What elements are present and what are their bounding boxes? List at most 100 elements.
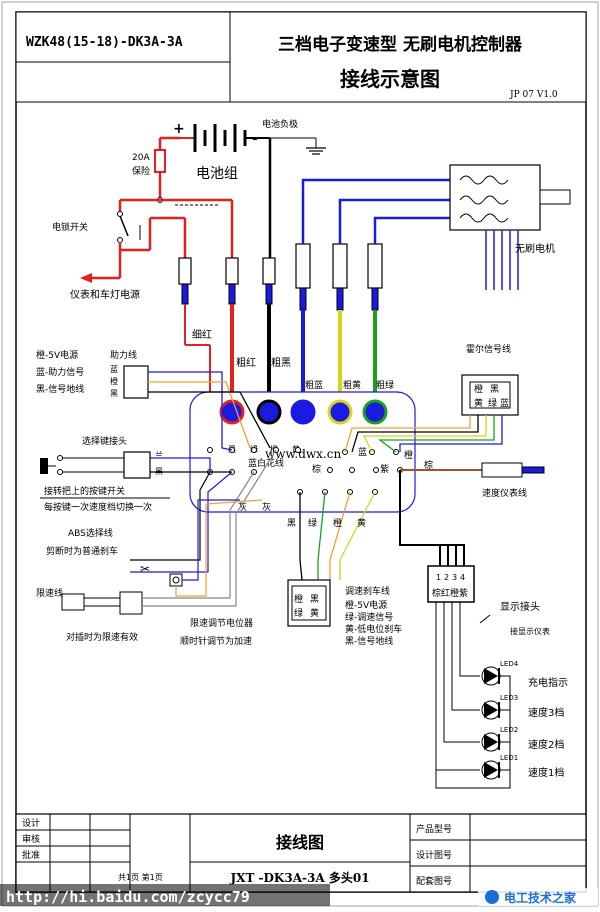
assist-line-1: 橙-5V电源 (36, 349, 78, 361)
heading-1: 三档电子变速型 无刷电机控制器 (278, 34, 523, 55)
brake-pin-black: 黑 (310, 594, 319, 605)
selector-pin-blue: 兰 (155, 450, 163, 460)
thick-black-label: 粗黑 (271, 357, 291, 369)
assist-connector: 橙-5V电源 助力线 蓝-助力信号 黑-信号地线 蓝 橙 黑 (36, 349, 271, 451)
fuse-label: 保险 (132, 165, 150, 177)
ctrl-pin-blue: 蓝 (358, 446, 367, 458)
hall-pin-black: 黑 (490, 384, 499, 395)
battery-group-label: 电池组 (196, 166, 238, 182)
hall-label: 霍尔信号线 (466, 343, 511, 355)
thick-blue-label: 粗蓝 (305, 379, 323, 391)
assist-pin-blue: 蓝 (110, 364, 118, 374)
footer-logo: 电工技术之家 (504, 890, 577, 905)
footer-design-no: 设计图号 (416, 849, 452, 861)
footer-product-no: 产品型号 (416, 823, 452, 835)
brake-line-3: 黄-低电位刹车 (345, 623, 402, 635)
brake-title: 调速刹车线 (345, 585, 390, 597)
footer-design: 设计 (22, 817, 40, 829)
led2-label: LED2 (500, 726, 518, 734)
footer-block: 设计 审核 批准 接线图 JXT -DK3A-3A 多头01 产品型号 设计图号… (0, 813, 598, 906)
hall-pin-green: 绿 (488, 397, 497, 409)
assist-pin-orange: 橙 (110, 376, 118, 386)
selector-desc-2: 每按键一次速度档切换一次 (44, 501, 152, 513)
selector-connector: 选择键接头 兰 黑 接转把上的按键开关 每按键一次速度档切换一次 (40, 435, 232, 513)
motor-label: 无刷电机 (515, 242, 555, 255)
brake-bottom-black: 黑 (287, 518, 296, 529)
speed-limit-title: 限速线 (36, 587, 63, 599)
footer-page: 共1页 第1页 (118, 872, 163, 882)
fuse-rating: 20A (132, 153, 150, 163)
brake-pin-green: 绿 (294, 607, 303, 619)
display-title: 显示接头 (500, 600, 540, 613)
brake-bottom-green: 绿 (308, 517, 317, 529)
brake-connector: 黑 绿 橙 黄 橙 黑 绿 黄 调速刹车线 橙-5V电源 绿-调速信号 黄-低电… (287, 491, 402, 647)
hall-pin-orange: 橙 (474, 383, 483, 395)
speed1-label: 速度1档 (528, 766, 564, 779)
selector-title: 选择键接头 (82, 435, 127, 447)
heading-2: 接线示意图 (340, 67, 440, 91)
controller-box: 粗蓝 粗黄 粗绿 www.dwx.cn 蓝白花线 黑 绿 橙 黄 蓝 紫 棕 橙… (189, 379, 416, 513)
battery-neg-label: 电池负极 (262, 118, 298, 130)
abs-line: ABS选择线 剪断时为普通刹车 ✂ (46, 471, 233, 576)
abs-title: ABS选择线 (68, 527, 113, 539)
speed-limit-desc: 对插时为限速有效 (66, 631, 138, 643)
brake-line-2: 绿-调速信号 (345, 611, 393, 623)
hall-pin-blue: 蓝 (500, 397, 509, 409)
footer-code: JXT -DK3A-3A 多头01 (229, 870, 369, 885)
assist-line-2: 蓝-助力信号 (36, 366, 84, 378)
motor: 无刷电机 霍尔信号线 橙 黑 黄 绿 蓝 (449, 164, 571, 416)
brake-line-1: 橙-5V电源 (345, 599, 387, 611)
assist-line-3: 黑-信号地线 (36, 383, 84, 395)
led3-label: LED3 (500, 694, 518, 702)
svg-text:+: + (173, 121, 185, 137)
ctrl-pin-gray-2: 灰 (262, 501, 271, 513)
display-sub: 接显示仪表 (510, 626, 550, 636)
model-code: WZK48(15-18)-DK3A-3A (26, 35, 183, 50)
display-pin-1: 1 (436, 573, 441, 582)
svg-text:✂: ✂ (140, 562, 150, 576)
thick-red-label: 粗红 (236, 356, 256, 369)
selector-desc-1: 接转把上的按键开关 (44, 485, 125, 497)
pot-title: 限速调节电位器 (190, 617, 253, 629)
blue-white-label: 蓝白花线 (248, 457, 284, 469)
speed2-label: 速度2档 (528, 738, 564, 751)
hall-wires: 棕 速度仪表线 (344, 415, 545, 499)
ctrl-pin-orange-2: 橙 (404, 449, 413, 461)
ctrl-pin-gray-1: 灰 (238, 501, 247, 513)
thick-green-label: 粗绿 (376, 379, 394, 391)
pot-desc: 顺时针调节为加速 (180, 635, 252, 647)
hall-pin-yellow: 黄 (474, 397, 483, 409)
footer-url: http://hi.baidu.com/zcycc79 (6, 888, 250, 906)
battery-group: + - 电池负极 电池组 20A 保险 电锁开关 仪表 (52, 118, 326, 301)
charge-label: 充电指示 (528, 676, 568, 689)
version: JP 07 V1.0 (509, 90, 558, 100)
display-pin-3: 3 (452, 573, 457, 582)
assist-title: 助力线 (110, 349, 137, 361)
lock-switch-label: 电锁开关 (52, 221, 88, 233)
header-block: WZK48(15-18)-DK3A-3A 三档电子变速型 无刷电机控制器 接线示… (15, 11, 587, 103)
abs-desc: 剪断时为普通刹车 (46, 545, 118, 557)
footer-approve: 批准 (22, 849, 40, 861)
brake-bottom-orange: 橙 (333, 517, 342, 529)
assist-pin-black: 黑 (110, 389, 118, 398)
watermark: www.dwx.cn (265, 447, 341, 461)
led-section: LED4 LED3 LED2 LED1 充电指示 速度3档 速度2档 速度1档 (435, 602, 568, 789)
speedo-label: 速度仪表线 (482, 487, 527, 499)
display-connector: 1 2 3 4 棕红橙紫 显示接头 接显示仪表 (399, 470, 550, 636)
led1-label: LED1 (500, 754, 518, 762)
thin-red-label: 细红 (192, 328, 212, 341)
ctrl-pin-brown: 棕 (312, 463, 321, 475)
footer-set-no: 配套图号 (416, 875, 452, 887)
speed-limit: 限速线 对插时为限速有效 (36, 449, 277, 643)
brake-pin-yellow: 黄 (310, 607, 319, 619)
led4-label: LED4 (500, 660, 519, 668)
display-pin-2: 2 (444, 573, 449, 582)
footer-review: 审核 (22, 833, 40, 845)
brake-pin-orange: 橙 (294, 593, 303, 605)
footer-main-title: 接线图 (276, 833, 324, 852)
ctrl-pin-purple: 紫 (380, 464, 389, 475)
potentiometer: 限速调节电位器 顺时针调节为加速 (169, 499, 263, 647)
thick-yellow-label: 粗黄 (343, 379, 361, 391)
